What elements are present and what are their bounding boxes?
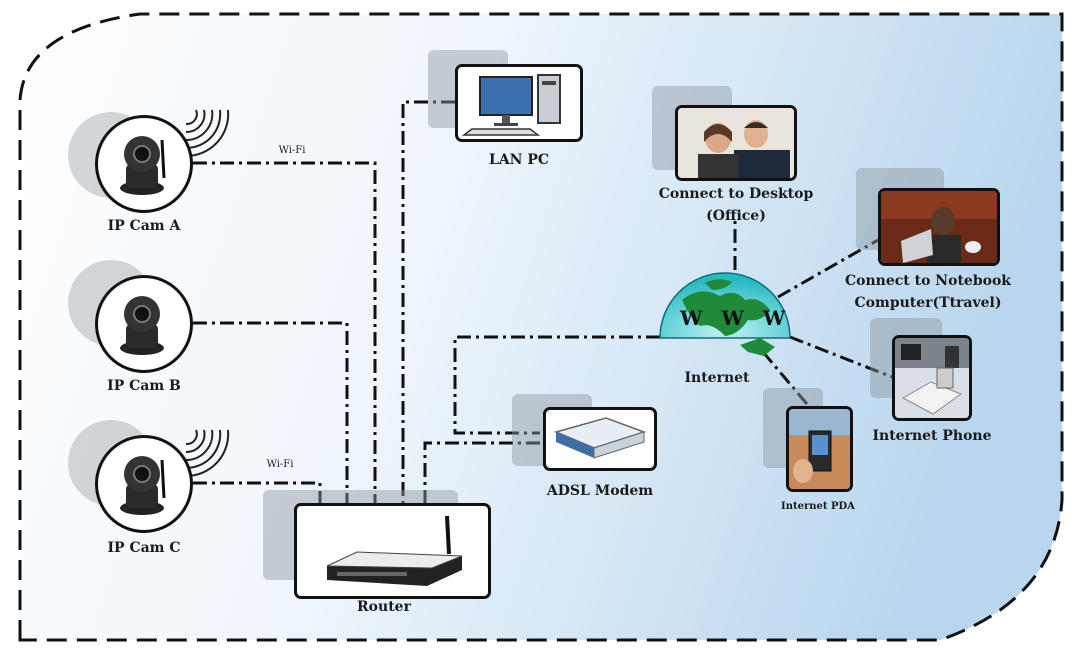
internet-label: Internet: [684, 370, 750, 386]
ip-camera-icon: [120, 296, 164, 355]
desktop-pc-icon: [461, 74, 561, 136]
ip-camera-icon: [120, 456, 166, 515]
cam-b-label: IP Cam B: [107, 378, 181, 394]
desktop-label-line2: (Office): [706, 208, 766, 224]
wifi-waves-icon: [185, 429, 230, 478]
link-cam-c-router: [193, 481, 322, 503]
wifi-waves-icon: [185, 109, 230, 158]
lan-pc-label: LAN PC: [488, 152, 550, 168]
notebook-label-line2: Computer(Ttravel): [854, 295, 1002, 311]
modem-label: ADSL Modem: [546, 483, 654, 499]
notebook-photo-icon: [881, 191, 997, 263]
pda-photo-icon: [789, 409, 850, 489]
notebook-travel[interactable]: [878, 188, 1000, 266]
phone-photo-icon: [895, 338, 969, 418]
link-cam-b-router: [193, 321, 349, 503]
router-label: Router: [357, 599, 411, 615]
cam-c-label: IP Cam C: [107, 540, 181, 556]
globe-www-text: W W W: [680, 306, 792, 330]
adsl-modem-icon: [553, 417, 647, 459]
pda-label: Internet PDA: [781, 501, 855, 512]
office-photo-icon: [678, 108, 794, 178]
lan-pc[interactable]: [455, 64, 583, 142]
ip-cam-a[interactable]: [95, 115, 193, 213]
link-cam-a-router: [193, 161, 377, 503]
desktop-label-line1: Connect to Desktop: [658, 186, 814, 202]
ip-cam-c[interactable]: [95, 435, 193, 533]
wifi-label-a: Wi-Fi: [278, 145, 306, 156]
desktop-office[interactable]: [675, 105, 797, 181]
link-modem-router: [423, 441, 540, 503]
adsl-modem[interactable]: [543, 407, 657, 471]
internet-phone[interactable]: [892, 335, 972, 421]
link-internet-phone: [789, 335, 893, 379]
router-icon: [326, 515, 463, 586]
notebook-label-line1: Connect to Notebook: [845, 273, 1011, 289]
globe-icon: [659, 272, 791, 356]
ip-camera-icon: [120, 136, 166, 195]
link-internet-modem: [453, 335, 660, 435]
router[interactable]: [294, 503, 491, 599]
internet-pda[interactable]: [786, 406, 853, 492]
link-internet-notebook: [777, 238, 879, 299]
link-internet-pda: [761, 351, 814, 411]
cam-a-label: IP Cam A: [107, 218, 181, 234]
phone-label: Internet Phone: [872, 428, 992, 444]
ip-cam-b[interactable]: [95, 275, 193, 373]
wifi-label-c: Wi-Fi: [266, 459, 294, 470]
